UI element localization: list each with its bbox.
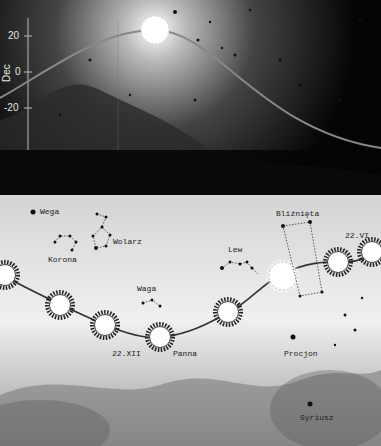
sun bbox=[265, 258, 301, 294]
sun-positions bbox=[0, 239, 381, 350]
sky-label: Waga bbox=[137, 285, 156, 293]
sky-label: Procjon bbox=[284, 350, 318, 358]
sky-label: Panna bbox=[173, 350, 197, 358]
axis-label: 0 bbox=[15, 67, 21, 77]
dec-axis bbox=[28, 18, 29, 150]
sky-label: 22.VI bbox=[345, 232, 369, 240]
stars bbox=[59, 9, 362, 117]
ecliptic-curve bbox=[0, 30, 381, 148]
night-sky bbox=[0, 0, 381, 195]
sky-label: Bliźnięta bbox=[276, 210, 319, 218]
sun-path bbox=[0, 250, 381, 338]
sky-label: Syriusz bbox=[300, 414, 334, 422]
sky-label: Wolarz bbox=[113, 238, 142, 246]
axis-label: 20 bbox=[8, 31, 19, 41]
stars bbox=[31, 210, 364, 407]
axis-label: -20 bbox=[4, 103, 18, 113]
sky-label: Korona bbox=[48, 256, 77, 264]
constellation-lines bbox=[55, 214, 322, 306]
sky-label: Lew bbox=[228, 246, 242, 254]
ground bbox=[0, 150, 381, 195]
sky-label: 22.XII bbox=[112, 350, 141, 358]
sky-label: Wega bbox=[40, 208, 59, 216]
horizon-hill bbox=[0, 84, 381, 195]
axis-label: Dec bbox=[2, 64, 12, 82]
sun bbox=[141, 16, 169, 44]
